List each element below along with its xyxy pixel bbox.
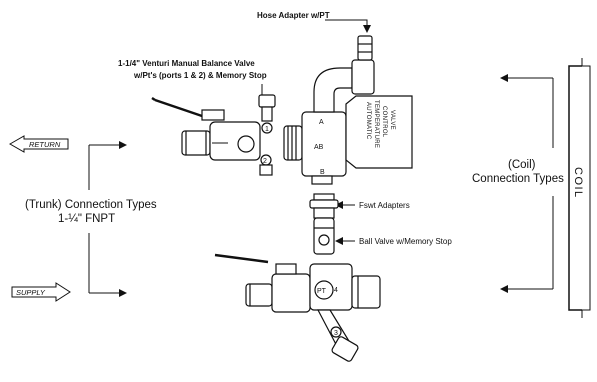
ball-valve-label: Ball Valve w/Memory Stop [359,237,452,246]
atc-valve-label: AUTOMATIC TEMPERATURE CONTROL VALVE [365,100,395,148]
coil-unit: COIL [568,58,591,318]
upper-valve-assembly [151,35,413,185]
svg-text:SUPPLY: SUPPLY [16,288,46,297]
port-ab-label: AB [314,144,324,151]
supply-arrow: SUPPLY [11,282,71,302]
trunk-label-line2: 1-¼" FNPT [58,213,115,225]
coil-bracket [500,74,554,293]
coil-connection-label-line2: Connection Types [472,173,564,185]
port-3-label: 3 [334,330,338,337]
port-b-label: B [320,169,325,176]
port-a-label: A [319,119,324,126]
hose-adapter-leader [325,19,371,33]
port-4-label: 4 [334,287,338,294]
lower-valve-assembly [214,217,381,362]
port-2-label: 2 [263,158,267,165]
venturi-label-line1: 1-1/4" Venturi Manual Balance Valve [118,59,255,68]
trunk-label-line1: (Trunk) Connection Types [25,199,157,211]
fswt-adapters [309,193,339,219]
pt-label: PT [317,288,327,295]
svg-text:RETURN: RETURN [29,140,61,149]
port-1-label: 1 [265,126,269,133]
coil-connection-label-line1: (Coil) [508,159,536,171]
venturi-label-line2: w/Pt's (ports 1 & 2) & Memory Stop [133,71,267,80]
coil-label: COIL [572,167,584,199]
svg-text:AUTOMATIC: AUTOMATIC [365,102,371,140]
return-arrow: RETURN [8,135,69,153]
svg-text:TEMPERATURE: TEMPERATURE [373,100,379,148]
svg-text:VALVE: VALVE [389,110,395,130]
fswt-adapters-label: Fswt Adapters [359,201,410,210]
hose-adapter-label: Hose Adapter w/PT [257,11,330,20]
trunk-bracket [88,141,127,297]
svg-text:CONTROL: CONTROL [381,106,387,138]
